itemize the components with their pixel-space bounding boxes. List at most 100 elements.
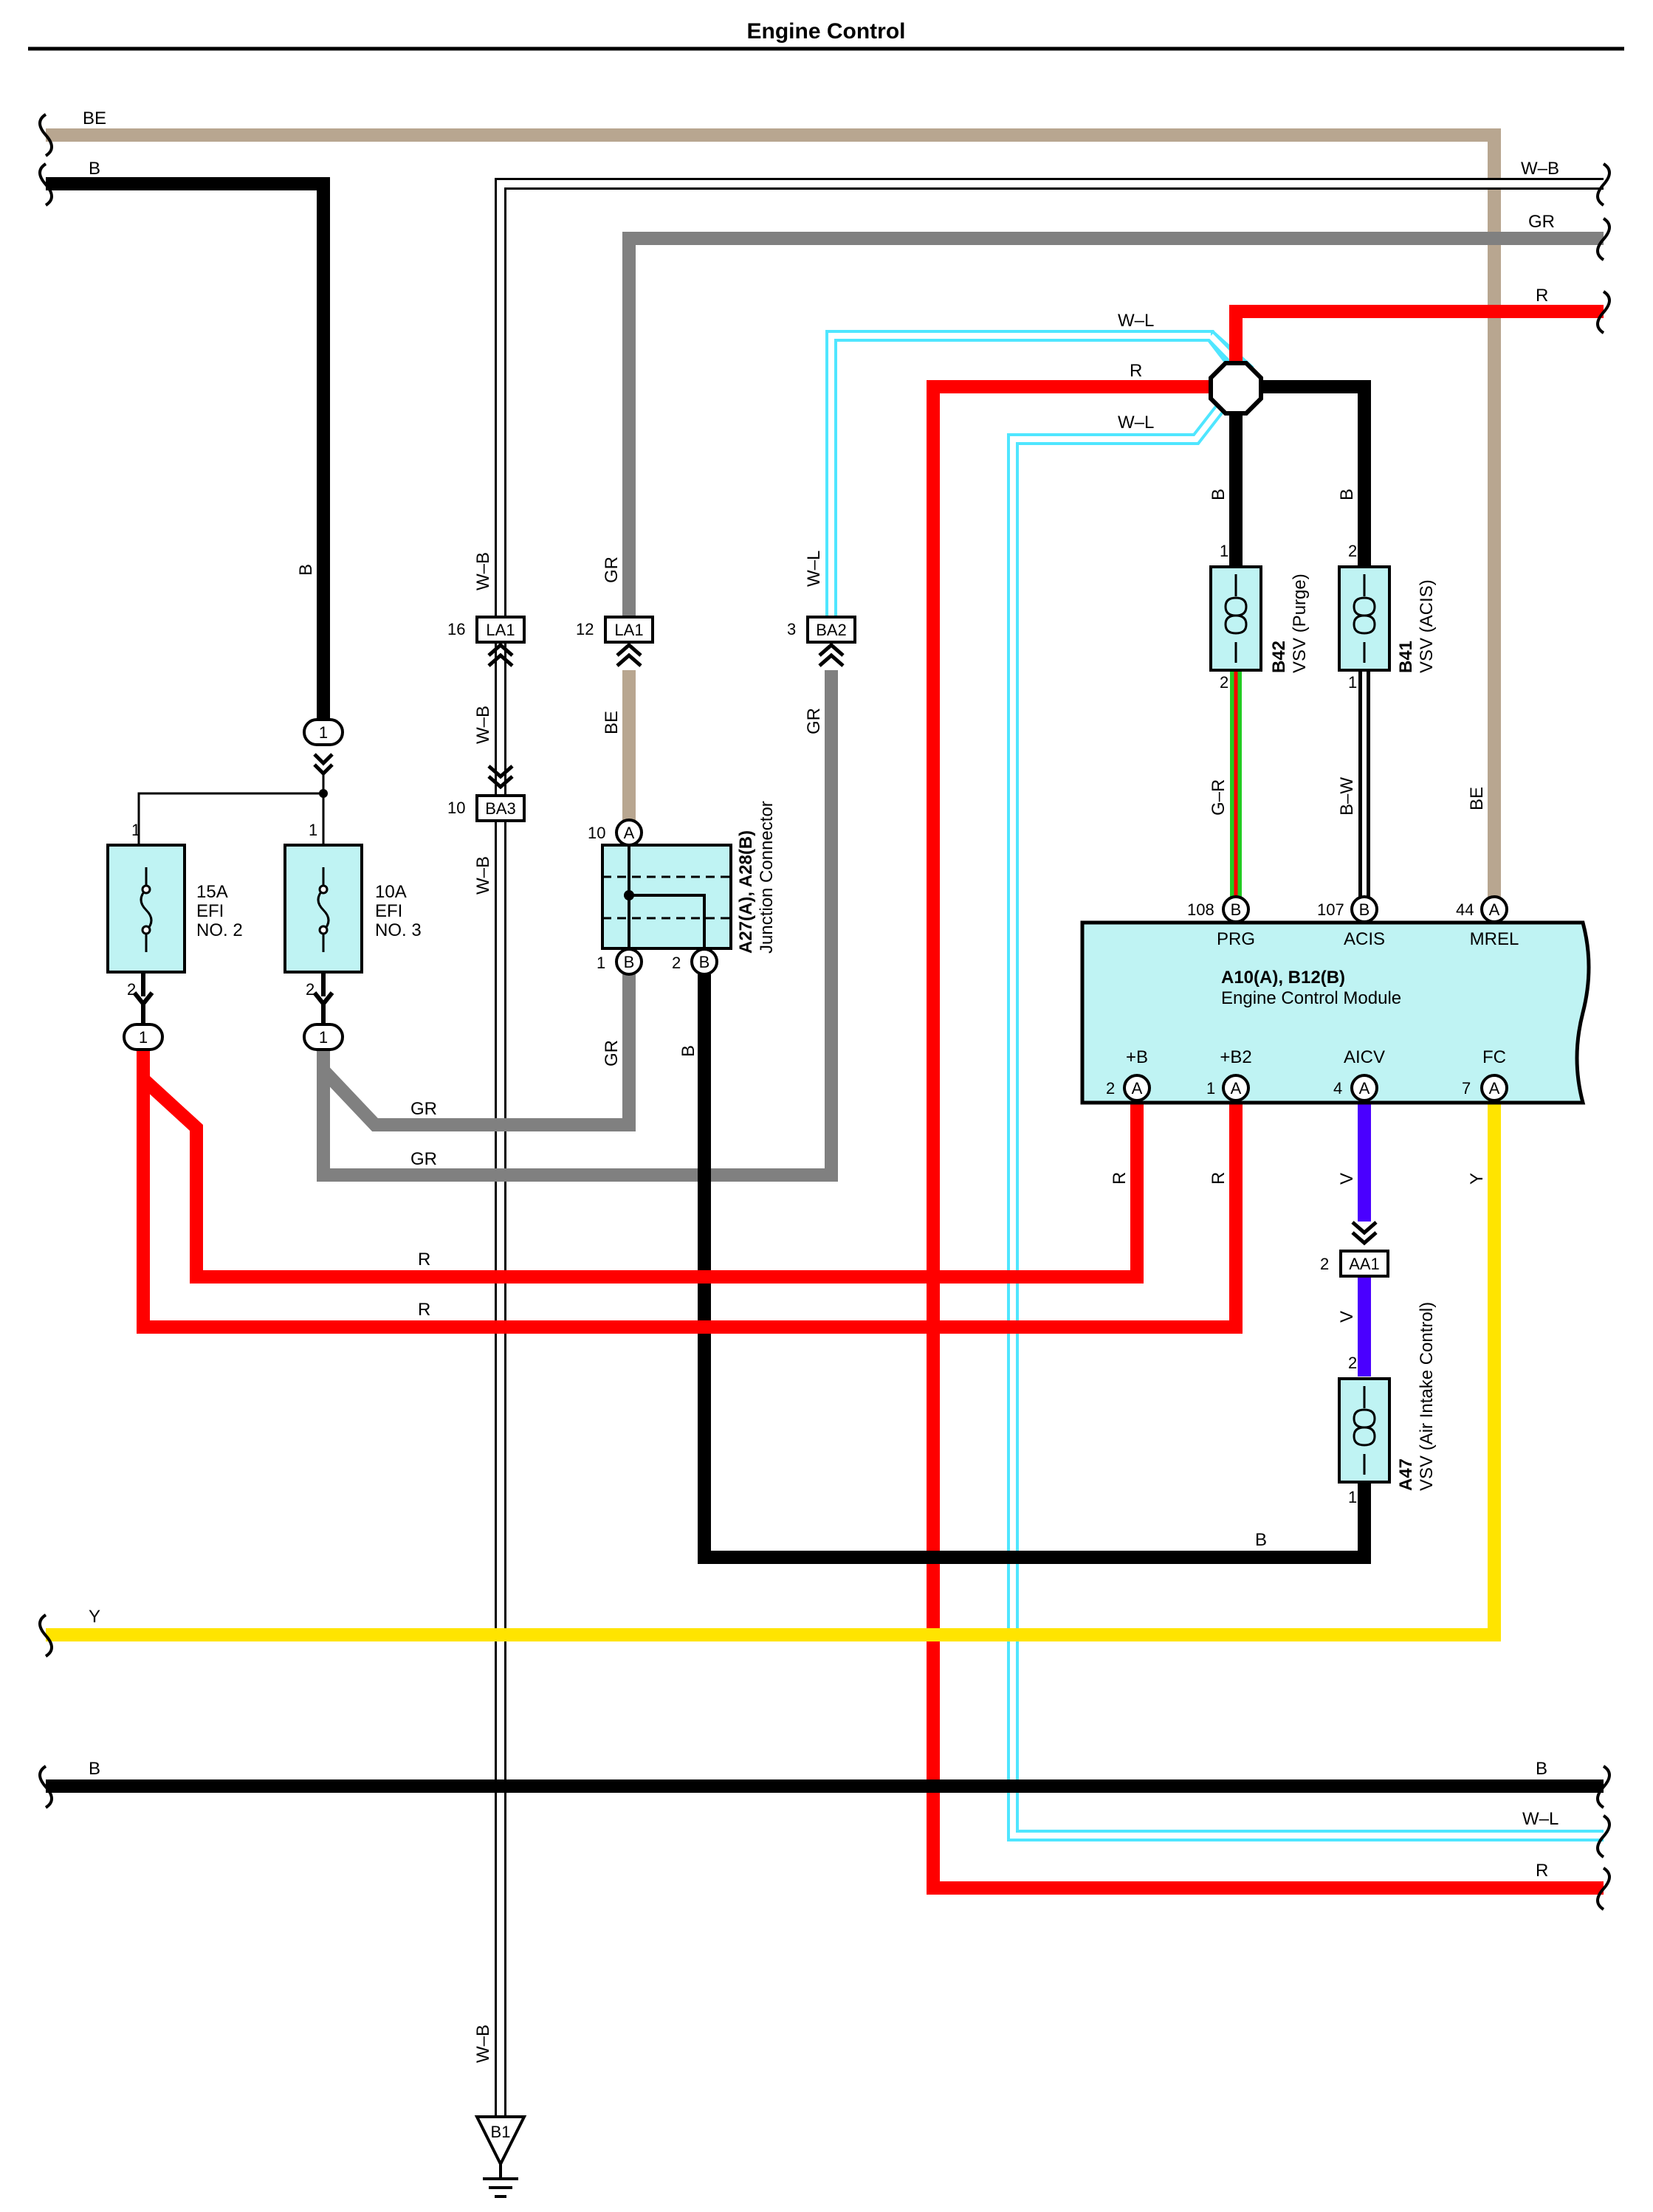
- svg-text:LA1: LA1: [486, 621, 515, 639]
- wire-label: GR: [410, 1099, 437, 1119]
- wire-gr-top: [622, 232, 1604, 626]
- vsv-air-intake-control: 2 1 A47 VSV (Air Intake Control): [1338, 1302, 1437, 1506]
- svg-text:FC: FC: [1482, 1047, 1506, 1067]
- wire-label: W–B: [473, 706, 493, 744]
- wire-label: B: [296, 564, 316, 576]
- wire-label: B: [89, 159, 100, 179]
- wire-fuse-feed: [137, 792, 325, 845]
- wire-b-jc-aic: [698, 974, 1371, 1564]
- svg-text:1: 1: [319, 1028, 328, 1047]
- wire-label: G–R: [1209, 779, 1228, 816]
- wire-breaks: [38, 113, 1611, 1911]
- svg-text:1: 1: [1348, 1488, 1357, 1506]
- fuse-rating: 10A: [375, 882, 407, 902]
- wire-label: W–L: [1118, 413, 1154, 433]
- wire-label: R: [418, 1250, 430, 1269]
- wire-y: [46, 1100, 1501, 1641]
- fuse-icon: [140, 867, 153, 952]
- svg-text:2: 2: [1220, 673, 1228, 692]
- wire-r-top: [1229, 305, 1604, 368]
- wire-label: GR: [1528, 212, 1555, 232]
- svg-text:4: 4: [1333, 1079, 1342, 1098]
- wire-r-2: [137, 1079, 1243, 1334]
- wire-wl-upper-inner: [828, 333, 1243, 626]
- connector-aa1-2: 2 AA1: [1320, 1221, 1389, 1278]
- wire-splice: [1209, 361, 1263, 416]
- svg-text:B1: B1: [491, 2123, 511, 2141]
- ground-b1: B1: [474, 2115, 527, 2198]
- wire-label: B: [89, 1759, 100, 1779]
- wire-label: W–B: [473, 856, 493, 895]
- svg-text:1: 1: [1206, 1079, 1215, 1098]
- wire-label: B: [1255, 1530, 1267, 1550]
- svg-text:+B: +B: [1126, 1047, 1148, 1067]
- ground-icon: [474, 2115, 527, 2168]
- svg-text:10: 10: [588, 824, 605, 842]
- svg-text:A: A: [1132, 1079, 1143, 1098]
- svg-text:A: A: [624, 824, 635, 842]
- svg-text:A: A: [1359, 1079, 1370, 1098]
- svg-text:1: 1: [319, 723, 328, 742]
- svg-text:7: 7: [1462, 1079, 1471, 1098]
- svg-text:LA1: LA1: [614, 621, 643, 639]
- wire-label: R: [1536, 286, 1548, 306]
- junction-connector: 10 A 1 B 2 B A27(A), A28(B) Junction Con…: [588, 801, 777, 976]
- svg-text:2: 2: [1348, 1354, 1357, 1372]
- wire-label: R: [1209, 1172, 1228, 1185]
- wire-label: W–L: [1118, 311, 1154, 331]
- connector-la1-16: 16 LA1: [447, 616, 526, 790]
- svg-text:1: 1: [1220, 542, 1228, 560]
- vsv-acis: 2 1 B41 VSV (ACIS): [1338, 542, 1437, 692]
- fuse-efi-no2: 1 15A EFI NO. 2 2 1: [106, 821, 243, 1051]
- wire-label: Y: [89, 1607, 100, 1627]
- svg-text:2: 2: [672, 954, 681, 972]
- wire-label: BE: [1467, 787, 1487, 810]
- fuse-name: NO. 3: [375, 920, 422, 940]
- svg-text:108: 108: [1187, 900, 1214, 919]
- svg-text:2: 2: [1106, 1079, 1115, 1098]
- svg-text:12: 12: [576, 620, 594, 638]
- svg-text:44: 44: [1456, 900, 1474, 919]
- wire-label: B: [678, 1045, 698, 1057]
- wire-label: GR: [804, 708, 824, 734]
- fuse-name: EFI: [375, 901, 402, 921]
- svg-text:1: 1: [131, 821, 140, 839]
- vsv-acis-code: B41: [1396, 641, 1416, 673]
- svg-text:3: 3: [787, 620, 796, 638]
- svg-text:1: 1: [597, 954, 605, 972]
- wire-b-acis: [1255, 380, 1371, 567]
- svg-text:B: B: [1231, 900, 1242, 919]
- wire-wl-lower-inner: [1010, 404, 1604, 1839]
- wire-wb-inner: [497, 180, 1604, 2129]
- wire-label: B: [1337, 489, 1357, 500]
- wire-label: Y: [1467, 1173, 1487, 1185]
- wire-be-top: [46, 128, 1501, 909]
- wire-label: R: [1536, 1861, 1548, 1881]
- svg-text:AICV: AICV: [1344, 1047, 1385, 1067]
- svg-text:1: 1: [309, 821, 317, 839]
- svg-text:B: B: [624, 953, 635, 971]
- svg-text:ACIS: ACIS: [1344, 929, 1385, 949]
- svg-text:10: 10: [447, 799, 465, 817]
- wire-label: R: [418, 1300, 430, 1320]
- ecm-code: A10(A), B12(B): [1221, 968, 1345, 988]
- wire-label: R: [1130, 361, 1142, 381]
- svg-text:2: 2: [1320, 1255, 1329, 1273]
- wire-label: W–L: [804, 551, 824, 587]
- vsv-aic-code: A47: [1396, 1458, 1416, 1491]
- svg-text:107: 107: [1317, 900, 1344, 919]
- wire-label: GR: [602, 1040, 622, 1067]
- svg-text:16: 16: [447, 620, 465, 638]
- wire-label: W–L: [1522, 1809, 1559, 1829]
- vsv-acis-name: VSV (ACIS): [1417, 579, 1437, 673]
- wire-label: W–B: [1521, 159, 1559, 179]
- wire-label: B: [1536, 1759, 1547, 1779]
- wire-label: W–B: [473, 552, 493, 590]
- vsv-purge: 1 2 B42 VSV (Purge): [1209, 542, 1310, 692]
- svg-text:A: A: [1489, 900, 1500, 919]
- svg-text:MREL: MREL: [1470, 929, 1519, 949]
- wire-label: BE: [83, 108, 106, 128]
- wire-label: GR: [602, 557, 622, 583]
- solenoid-icon: [1353, 1386, 1376, 1475]
